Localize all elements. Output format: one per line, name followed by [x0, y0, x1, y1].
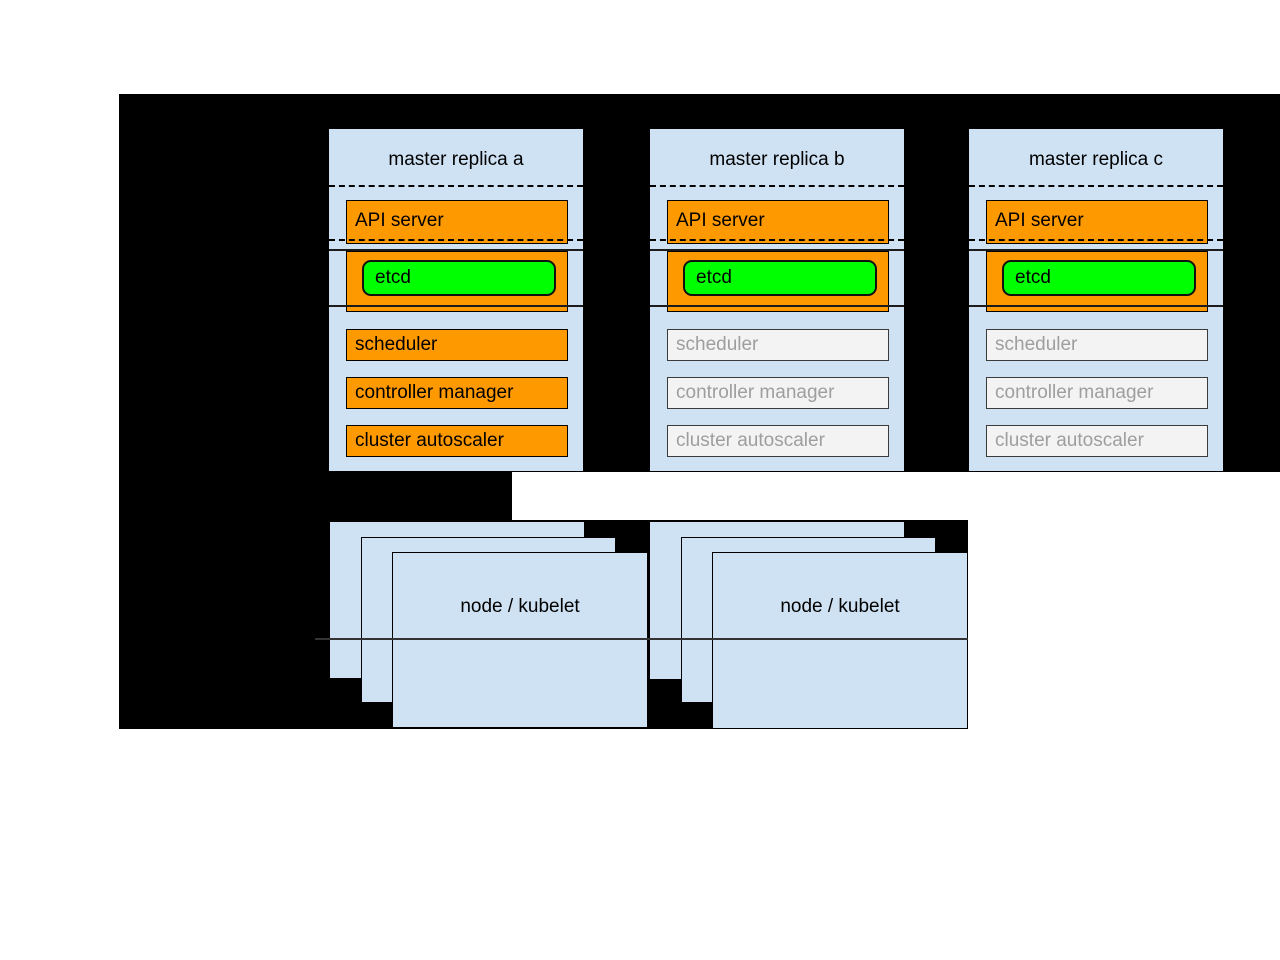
etcd-container-bar: etcd: [667, 251, 889, 312]
lane-divider-solid: [650, 305, 904, 307]
scheduler-bar: scheduler: [346, 329, 568, 361]
etcd-label: etcd: [375, 267, 411, 288]
controller-manager-label: controller manager: [995, 382, 1154, 403]
controller-manager-bar: controller manager: [346, 377, 568, 409]
lane-divider-solid: [969, 249, 1223, 251]
node-kubelet-label: node / kubelet: [780, 596, 900, 617]
backdrop-middle-left: [119, 472, 512, 520]
controller-manager-bar-standby: controller manager: [986, 377, 1208, 409]
lane-divider-dashed: [969, 185, 1223, 187]
api-server-label: API server: [676, 210, 765, 231]
lane-divider-solid: [650, 249, 904, 251]
etcd-pill: etcd: [362, 260, 556, 296]
etcd-container-bar: etcd: [986, 251, 1208, 312]
api-server-bar: API server: [986, 200, 1208, 244]
etcd-label: etcd: [1015, 267, 1051, 288]
lane-divider-solid: [329, 305, 583, 307]
node-stacks-divider-line: [315, 638, 968, 640]
master-replica-b-title: master replica b: [709, 149, 845, 170]
etcd-pill: etcd: [1002, 260, 1196, 296]
scheduler-bar-standby: scheduler: [986, 329, 1208, 361]
node-kubelet-label: node / kubelet: [460, 596, 580, 617]
lane-divider-dashed: [650, 239, 904, 241]
controller-manager-label: controller manager: [676, 382, 835, 403]
etcd-label: etcd: [696, 267, 732, 288]
cluster-autoscaler-bar-standby: cluster autoscaler: [667, 425, 889, 457]
master-replica-c-box: master replica c API server etcd schedul…: [968, 128, 1224, 472]
scheduler-label: scheduler: [355, 334, 438, 355]
etcd-container-bar: etcd: [346, 251, 568, 312]
controller-manager-bar-standby: controller manager: [667, 377, 889, 409]
master-replica-a-box: master replica a API server etcd schedul…: [328, 128, 584, 472]
cluster-autoscaler-bar: cluster autoscaler: [346, 425, 568, 457]
cluster-autoscaler-label: cluster autoscaler: [995, 430, 1144, 451]
lane-divider-dashed: [329, 239, 583, 241]
api-server-bar: API server: [346, 200, 568, 244]
etcd-pill: etcd: [683, 260, 877, 296]
lane-divider-dashed: [650, 185, 904, 187]
scheduler-label: scheduler: [995, 334, 1078, 355]
master-replica-a-title: master replica a: [388, 149, 524, 170]
master-replica-c-title: master replica c: [1028, 149, 1164, 170]
api-server-label: API server: [995, 210, 1084, 231]
lane-divider-solid: [969, 305, 1223, 307]
controller-manager-label: controller manager: [355, 382, 514, 403]
api-server-label: API server: [355, 210, 444, 231]
master-replica-b-box: master replica b API server etcd schedul…: [649, 128, 905, 472]
api-server-bar: API server: [667, 200, 889, 244]
cluster-autoscaler-label: cluster autoscaler: [355, 430, 504, 451]
node-stack-1-front-box: node / kubelet: [392, 552, 648, 728]
lane-divider-solid: [329, 249, 583, 251]
node-stack-2-front-box: node / kubelet: [712, 552, 968, 729]
lane-divider-dashed: [329, 185, 583, 187]
lane-divider-dashed: [969, 239, 1223, 241]
cluster-autoscaler-bar-standby: cluster autoscaler: [986, 425, 1208, 457]
scheduler-bar-standby: scheduler: [667, 329, 889, 361]
scheduler-label: scheduler: [676, 334, 759, 355]
cluster-autoscaler-label: cluster autoscaler: [676, 430, 825, 451]
